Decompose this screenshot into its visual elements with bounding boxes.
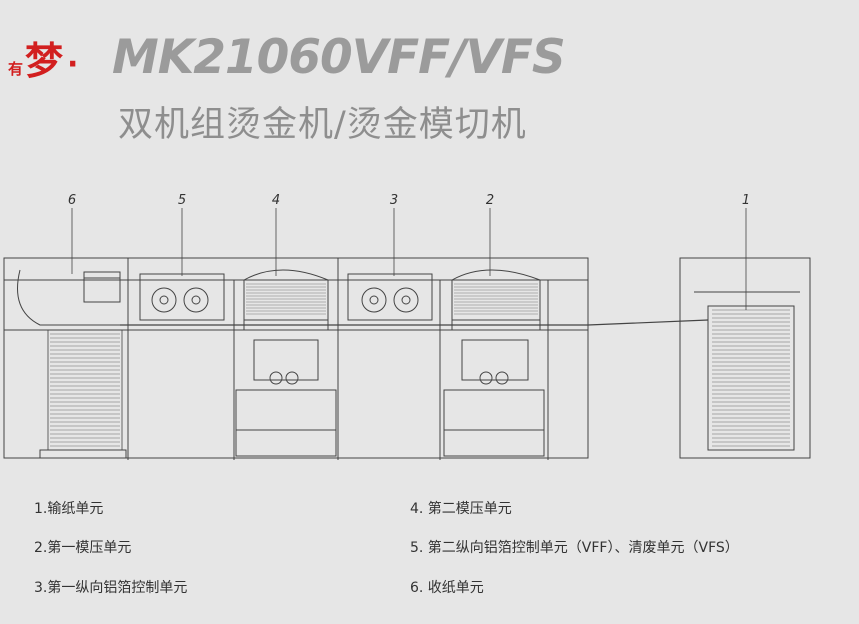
product-subtitle: 双机组烫金机/烫金模切机 (118, 105, 527, 145)
foil-control-unit-3 (347, 273, 433, 321)
legend-item-6: 6. 收纸单元 (410, 580, 484, 596)
delivery-pile-stripes (50, 333, 120, 447)
brand-big-char: 梦 (25, 38, 64, 83)
legend-item-4: 4. 第二模压单元 (410, 501, 512, 517)
legend-item-2: 2.第一模压单元 (34, 540, 132, 556)
legend-item-5: 5. 第二纵向铝箔控制单元（VFF）、清废单元（VFS） (410, 540, 739, 556)
press-hatching (246, 283, 538, 315)
model-title: MK21060VFF/VFS (112, 30, 566, 85)
foil-control-unit-5 (139, 273, 225, 321)
feeder-unit (679, 257, 811, 459)
machine-frame (3, 257, 589, 459)
legend-item-1: 1.输纸单元 (34, 501, 104, 517)
brand-small-char: 有 (8, 60, 24, 78)
callout-5: 5 (178, 193, 186, 208)
brand-dot: · (67, 47, 79, 82)
callout-6: 6 (68, 193, 76, 208)
die-press-unit-2 (443, 269, 545, 457)
callout-4: 4 (272, 193, 280, 208)
legend-item-3: 3.第一纵向铝箔控制单元 (34, 580, 188, 596)
callout-1: 1 (742, 193, 750, 208)
feeder-pile-stripes (712, 309, 790, 447)
die-press-unit-4 (235, 269, 337, 457)
callout-2: 2 (486, 193, 494, 208)
paper-path (120, 319, 709, 326)
delivery-unit (17, 269, 127, 459)
callout-3: 3 (390, 193, 398, 208)
brand-logo: 有 梦 · (8, 30, 88, 90)
machine-diagram: 6 5 4 3 2 1 (3, 193, 811, 460)
